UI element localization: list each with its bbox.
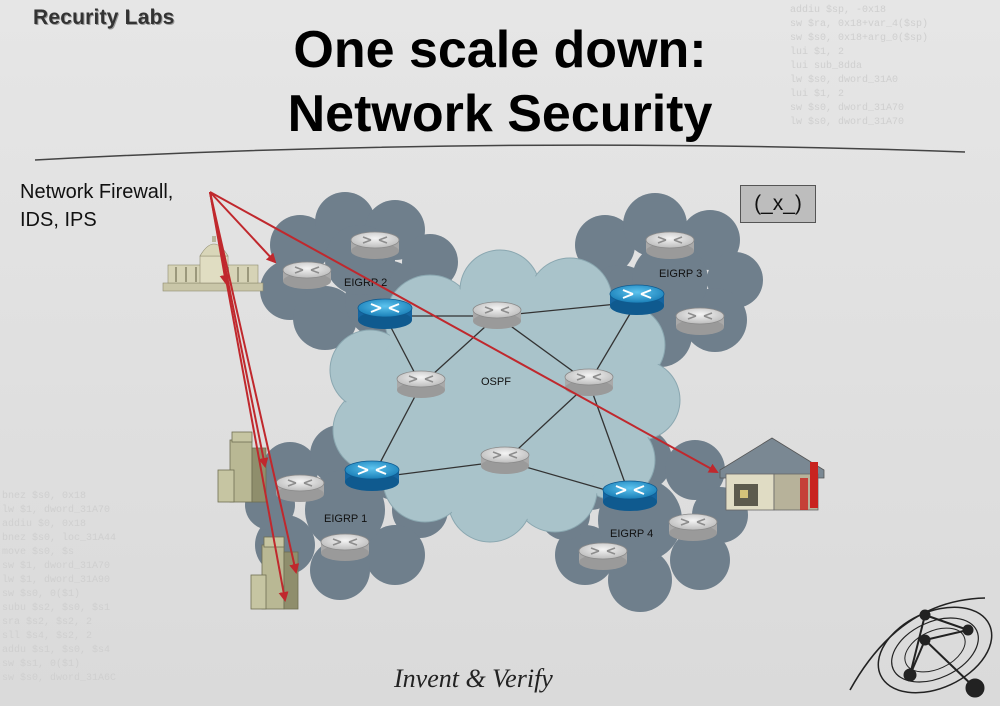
router-icon <box>320 533 370 562</box>
svg-text:sw $ra, 0x18+var_4($sp): sw $ra, 0x18+var_4($sp) <box>790 18 928 30</box>
government-building-icon <box>162 236 264 292</box>
svg-text:bnez $s0, 0x18: bnez $s0, 0x18 <box>2 490 86 502</box>
label-eigrp2: EIGRP 2 <box>344 277 387 289</box>
face-box: (_x_) <box>740 185 816 223</box>
svg-text:subu $s2, $s0, $s1: subu $s2, $s0, $s1 <box>2 602 110 614</box>
slide-title-line2: Network Security <box>287 85 713 143</box>
label-eigrp3: EIGRP 3 <box>659 268 702 280</box>
office-building-icon <box>217 431 267 503</box>
router-icon <box>675 307 725 336</box>
svg-text:lw $s0, dword_31A0: lw $s0, dword_31A0 <box>790 74 898 86</box>
svg-text:sw $s0, 0($1): sw $s0, 0($1) <box>2 588 80 600</box>
svg-text:addiu $sp, -0x18: addiu $sp, -0x18 <box>790 4 886 16</box>
svg-text:addu $s1, $s0, $s4: addu $s1, $s0, $s4 <box>2 644 110 656</box>
svg-text:bnez $s0, loc_31A44: bnez $s0, loc_31A44 <box>2 532 116 544</box>
title-separator <box>34 144 966 161</box>
svg-text:sra $s2, $s2, 2: sra $s2, $s2, 2 <box>2 616 92 628</box>
slide-title-line1: One scale down: <box>293 21 707 79</box>
router-icon <box>668 513 718 542</box>
svg-text:sw $1, dword_31A70: sw $1, dword_31A70 <box>2 560 110 572</box>
company-emblem-icon <box>849 597 993 698</box>
svg-text:sll $s4, $s2, 2: sll $s4, $s2, 2 <box>2 630 92 642</box>
svg-text:sw $s0, dword_31A70: sw $s0, dword_31A70 <box>790 102 904 114</box>
svg-text:lui $1, 2: lui $1, 2 <box>790 46 844 58</box>
svg-text:move $s0, $s: move $s0, $s <box>2 546 74 558</box>
firewall-label-line1: Network Firewall, <box>20 181 174 203</box>
router-icon <box>396 370 446 399</box>
motto: Invent & Verify <box>394 664 553 693</box>
border-router-icon <box>357 298 413 330</box>
router-icon <box>578 542 628 571</box>
home-office-icon <box>719 437 825 511</box>
svg-text:lui sub_8dda: lui sub_8dda <box>790 60 862 72</box>
svg-text:lw $s0, dword_31A70: lw $s0, dword_31A70 <box>790 116 904 128</box>
router-icon <box>472 301 522 330</box>
firewall-label-line2: IDS, IPS <box>20 209 97 231</box>
svg-text:lui $1, 2: lui $1, 2 <box>790 88 844 100</box>
svg-text:sw $s0, 0x18+arg_0($sp): sw $s0, 0x18+arg_0($sp) <box>790 32 928 44</box>
brand-logo: Recurity Labs <box>33 6 175 29</box>
svg-text:sw $s1, 0($1): sw $s1, 0($1) <box>2 658 80 670</box>
label-ospf: OSPF <box>481 376 511 388</box>
router-icon <box>275 474 325 503</box>
svg-text:lw $1, dword_31A70: lw $1, dword_31A70 <box>2 504 110 516</box>
background-code: addiu $sp, -0x18 sw $ra, 0x18+var_4($sp)… <box>2 4 928 684</box>
border-router-icon <box>609 284 665 316</box>
label-eigrp4: EIGRP 4 <box>610 528 653 540</box>
cloud-ospf-fill <box>332 252 678 540</box>
router-icon <box>645 231 695 260</box>
label-eigrp1: EIGRP 1 <box>324 513 367 525</box>
svg-text:addiu $0, 0x18: addiu $0, 0x18 <box>2 518 86 530</box>
svg-text:sw $s0, dword_31A6C: sw $s0, dword_31A6C <box>2 672 116 684</box>
border-router-icon <box>344 460 400 492</box>
firewall-arrows <box>209 191 719 602</box>
router-icon <box>282 261 332 290</box>
router-icon <box>350 231 400 260</box>
router-icon <box>480 446 530 475</box>
border-router-icon <box>602 480 658 512</box>
svg-text:lw $1, dword_31A90: lw $1, dword_31A90 <box>2 574 110 586</box>
